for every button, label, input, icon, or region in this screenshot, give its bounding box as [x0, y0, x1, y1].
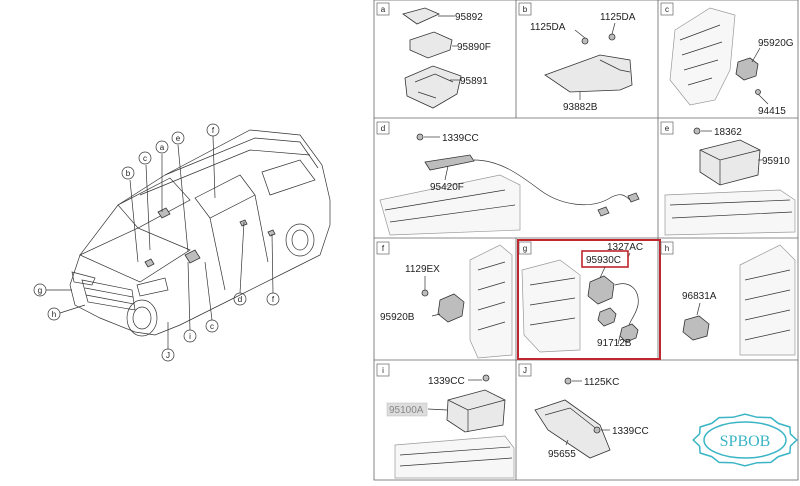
- svg-text:i: i: [382, 366, 384, 375]
- svg-text:d: d: [381, 124, 385, 133]
- svg-text:95891: 95891: [460, 76, 488, 87]
- svg-text:1125KC: 1125KC: [584, 377, 619, 388]
- svg-text:95890F: 95890F: [457, 42, 491, 53]
- svg-text:b: b: [126, 169, 131, 178]
- callout-f-bottom: f: [266, 292, 280, 306]
- svg-text:95920G: 95920G: [758, 38, 794, 49]
- callout-h: h: [47, 307, 61, 321]
- callout-i: i: [183, 329, 197, 343]
- svg-text:e: e: [176, 134, 181, 143]
- callout-c-bottom: c: [205, 319, 219, 333]
- svg-text:93882B: 93882B: [563, 102, 598, 113]
- callout-g: g: [33, 283, 47, 297]
- svg-text:h: h: [665, 244, 669, 253]
- cell-d: d 1339CC 95420F: [376, 121, 640, 236]
- cell-c: c 95920G 94415: [660, 2, 794, 117]
- svg-text:a: a: [160, 143, 165, 152]
- svg-text:18362: 18362: [714, 127, 742, 138]
- svg-text:91712B: 91712B: [597, 338, 632, 349]
- svg-text:95930C: 95930C: [586, 255, 621, 266]
- svg-text:J: J: [166, 351, 170, 360]
- svg-text:f: f: [212, 126, 215, 135]
- spbob-watermark-logo: SPBOB: [692, 413, 798, 467]
- svg-text:c: c: [665, 5, 669, 14]
- highlight-frame: [517, 239, 661, 360]
- svg-text:1339CC: 1339CC: [428, 376, 465, 387]
- callout-c: c: [138, 151, 152, 165]
- svg-text:g: g: [523, 244, 527, 253]
- svg-text:a: a: [381, 5, 386, 14]
- svg-text:1129EX: 1129EX: [405, 264, 440, 275]
- svg-text:e: e: [665, 124, 670, 133]
- callout-f-top: f: [206, 123, 220, 137]
- svg-text:1339CC: 1339CC: [612, 426, 649, 437]
- svg-text:b: b: [523, 5, 528, 14]
- svg-text:f: f: [382, 244, 385, 253]
- svg-text:1339CC: 1339CC: [442, 133, 479, 144]
- svg-text:95100A: 95100A: [389, 405, 424, 416]
- svg-text:f: f: [272, 295, 275, 304]
- callout-b: b: [121, 166, 135, 180]
- callout-a: a: [155, 140, 169, 154]
- svg-text:g: g: [38, 286, 42, 295]
- svg-text:i: i: [189, 332, 191, 341]
- cell-j: J 1125KC 1339CC 95655: [518, 363, 649, 460]
- svg-text:1125DA: 1125DA: [530, 22, 566, 33]
- svg-text:c: c: [210, 322, 214, 331]
- cell-e: e 18362 95910: [660, 121, 796, 236]
- svg-text:1125DA: 1125DA: [600, 12, 636, 23]
- cell-a: a 95892 95890F 95891: [376, 2, 491, 109]
- svg-text:J: J: [523, 366, 527, 375]
- detail-grid: a 95892 95890F 95891 b 1125DA 1125DA: [373, 0, 799, 481]
- svg-text:96831A: 96831A: [682, 291, 717, 302]
- svg-text:c: c: [143, 154, 147, 163]
- cell-g: g 1327AC 95930C 91712B: [517, 239, 661, 360]
- svg-text:95892: 95892: [455, 12, 483, 23]
- svg-text:SPBOB: SPBOB: [720, 433, 771, 450]
- svg-text:94415: 94415: [758, 106, 786, 117]
- svg-text:d: d: [238, 295, 242, 304]
- callout-e: e: [171, 131, 185, 145]
- svg-text:95655: 95655: [548, 449, 576, 460]
- cell-i: i 1339CC 95100A: [376, 363, 515, 479]
- svg-text:95910: 95910: [762, 156, 790, 167]
- svg-text:1327AC: 1327AC: [607, 242, 643, 253]
- callout-d: d: [233, 292, 247, 306]
- cell-b: b 1125DA 1125DA 93882B: [518, 2, 636, 113]
- svg-text:95920B: 95920B: [380, 312, 415, 323]
- svg-text:95420F: 95420F: [430, 182, 464, 193]
- svg-text:h: h: [52, 310, 56, 319]
- callout-j: J: [161, 348, 175, 362]
- cell-f: f 1129EX 95920B: [376, 241, 513, 359]
- watermark-badge-inner: [703, 421, 787, 459]
- cell-h: h 96831A: [660, 241, 796, 356]
- vehicle-overview: b c a e f d f c i g h J: [33, 123, 331, 362]
- watermark-badge-outline: [692, 413, 798, 467]
